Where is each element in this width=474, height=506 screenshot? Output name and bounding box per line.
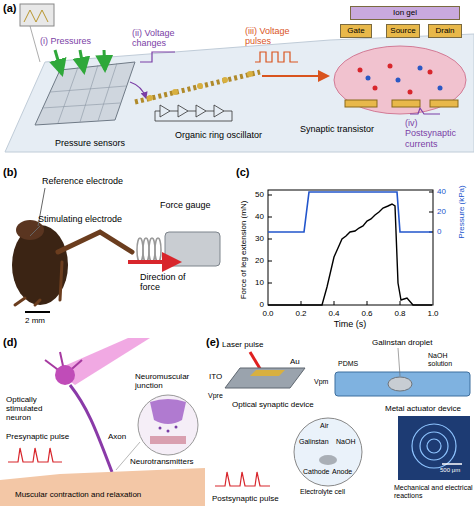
tick-label: 0.4	[328, 309, 339, 318]
part-label: Organic ring oscillator	[175, 130, 262, 140]
tick-label: 20	[437, 207, 446, 216]
scale-label: 2 mm	[25, 316, 45, 325]
scale-label: 500 μm	[440, 467, 460, 474]
part-label: Cathode	[303, 468, 329, 476]
part-label: Postsynaptic pulse	[212, 494, 279, 503]
node-text: Ion gel	[354, 8, 456, 18]
node-text: Drain	[432, 26, 458, 36]
part-label: Synaptic transistor	[300, 124, 374, 134]
step-label: (i) Pressures	[40, 36, 91, 46]
step-label: (ii) Voltage changes	[132, 28, 184, 49]
axis-title: Pressure (kPa)	[457, 185, 466, 238]
node-text: Gate	[344, 26, 368, 36]
part-label: Neuromuscular junction	[135, 372, 205, 390]
part-label: NaOH solution	[428, 352, 470, 368]
tick-label: 40	[255, 212, 264, 221]
tick-label: 0.8	[394, 309, 405, 318]
part-label: Optical synaptic device	[232, 400, 314, 409]
part-label: Metal actuator device	[385, 404, 461, 413]
part-label: Air	[320, 422, 329, 430]
part-label: Pressure sensors	[55, 138, 125, 148]
part-label: Galinstan droplet	[372, 338, 432, 347]
signal-label: Vpre	[208, 392, 223, 400]
part-label: Laser pulse	[222, 340, 263, 349]
tick-label: 10	[255, 278, 264, 287]
tick-label: 50	[255, 190, 264, 199]
part-label: PDMS	[338, 360, 358, 368]
axis-title: Time (s)	[334, 319, 367, 329]
part-label: Direction of force	[140, 272, 195, 293]
tick-label: 1.0	[427, 309, 438, 318]
panel-letter: (b)	[3, 166, 17, 179]
part-label: Mechanical and electrical reactions	[394, 484, 474, 500]
tick-label: 40	[437, 187, 446, 196]
part-label: Electrolyte cell	[300, 488, 345, 496]
part-label: Stimulating electrode	[38, 214, 122, 224]
panel-letter: (c)	[236, 166, 249, 179]
tick-label: 0	[260, 300, 264, 309]
part-label: Axon	[108, 432, 126, 441]
part-label: ITO	[209, 372, 222, 381]
part-label: Optically stimulated neuron	[6, 395, 56, 423]
electrode-box: Drain	[428, 24, 462, 38]
tick-label: 0.0	[262, 309, 273, 318]
part-label: Neurotransmitters	[130, 457, 194, 466]
signal-label: Vpm	[314, 378, 328, 386]
part-label: Presynaptic pulse	[6, 432, 69, 441]
axis-title: Force of leg extension (mN)	[239, 201, 248, 300]
part-label: Muscular contraction and relaxation	[15, 490, 141, 499]
part-label: Au	[290, 357, 300, 366]
part-label: Anode	[332, 468, 352, 476]
part-label: NaOH	[336, 438, 355, 446]
tick-label: 0.6	[361, 309, 372, 318]
tick-label: 0.2	[295, 309, 306, 318]
tick-label: 20	[255, 256, 264, 265]
step-label: (iv) Postsynaptic currents	[405, 118, 471, 149]
part-label: Force gauge	[160, 200, 211, 210]
part-label: Galinstan	[299, 438, 329, 446]
electrode-box: Source	[386, 24, 420, 38]
tick-label: 30	[255, 234, 264, 243]
step-label: (iii) Voltage pulses	[245, 26, 297, 47]
panel-letter: (d)	[3, 336, 17, 349]
tick-label: 0	[437, 227, 441, 236]
layer-box: Ion gel	[350, 6, 460, 20]
part-label: Reference electrode	[42, 176, 123, 186]
electrode-box: Gate	[340, 24, 372, 38]
panel-letter: (a)	[3, 2, 16, 15]
panel-letter: (e)	[206, 336, 219, 349]
node-text: Source	[390, 26, 416, 36]
